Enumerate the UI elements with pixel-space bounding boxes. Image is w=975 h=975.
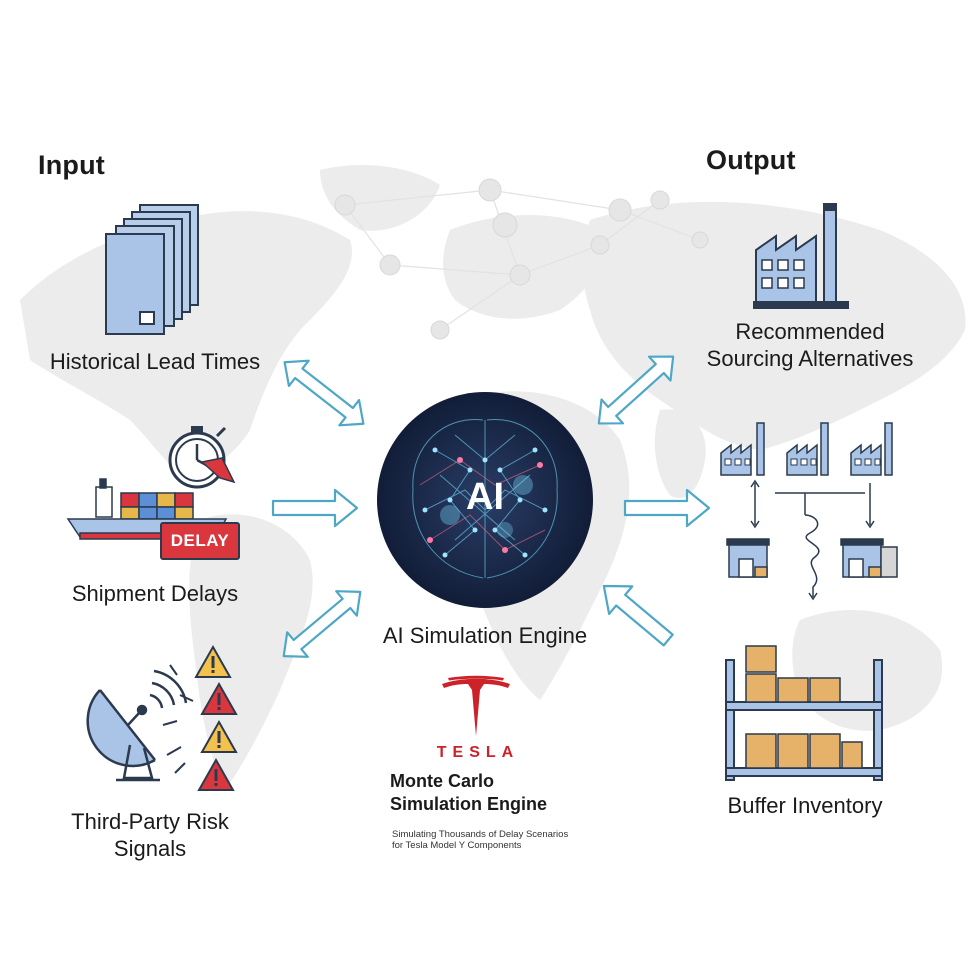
ai-engine-label: AI Simulation Engine xyxy=(382,623,588,648)
factory-icon xyxy=(753,203,849,309)
monte-carlo-line2: Simulation Engine xyxy=(390,794,548,814)
sourcing-line2: Sourcing Alternatives xyxy=(706,346,914,371)
sourcing-line1: Recommended xyxy=(735,319,885,344)
arrow-shipment xyxy=(271,488,359,528)
buffer-inventory-label: Buffer Inventory xyxy=(727,793,883,818)
arrow-lead-times xyxy=(273,348,375,438)
danger-icon xyxy=(197,757,235,791)
third-party-risk-line2: Signals xyxy=(113,836,187,861)
arrow-network xyxy=(623,488,711,528)
warning-icon xyxy=(200,719,238,753)
third-party-risk-line1: Third-Party Risk xyxy=(71,809,229,834)
sourcing-alternatives-label: Recommended Sourcing Alternatives xyxy=(690,318,930,372)
satellite-dish-icon xyxy=(86,669,188,782)
subtitle-line2: for Tesla Model Y Components xyxy=(392,840,522,851)
delay-badge: DELAY xyxy=(160,522,240,560)
monte-carlo-title: Monte Carlo Simulation Engine xyxy=(390,770,610,816)
warning-icon xyxy=(194,644,232,678)
tesla-wordmark: TESLA xyxy=(436,744,520,761)
tesla-logo-icon xyxy=(442,675,510,736)
shelf-icon xyxy=(725,645,883,781)
subtitle-line1: Simulating Thousands of Delay Scenarios xyxy=(392,829,569,840)
input-heading: Input xyxy=(38,150,105,180)
arrow-sourcing xyxy=(587,343,685,437)
historical-lead-times-label: Historical Lead Times xyxy=(49,349,261,374)
stopwatch-icon xyxy=(168,426,236,489)
documents-icon xyxy=(105,204,199,335)
monte-carlo-line1: Monte Carlo xyxy=(390,771,495,791)
ai-core-text: AI xyxy=(466,476,504,518)
danger-icon xyxy=(200,681,238,715)
third-party-risk-label: Third-Party Risk Signals xyxy=(40,808,260,862)
radio-waves xyxy=(162,664,194,774)
shipment-delays-label: Shipment Delays xyxy=(71,581,239,606)
distribution-network-icon xyxy=(720,422,898,601)
ai-brain-icon xyxy=(377,392,593,608)
output-heading: Output xyxy=(706,145,796,175)
monte-carlo-subtitle: Simulating Thousands of Delay Scenarios … xyxy=(392,829,632,851)
